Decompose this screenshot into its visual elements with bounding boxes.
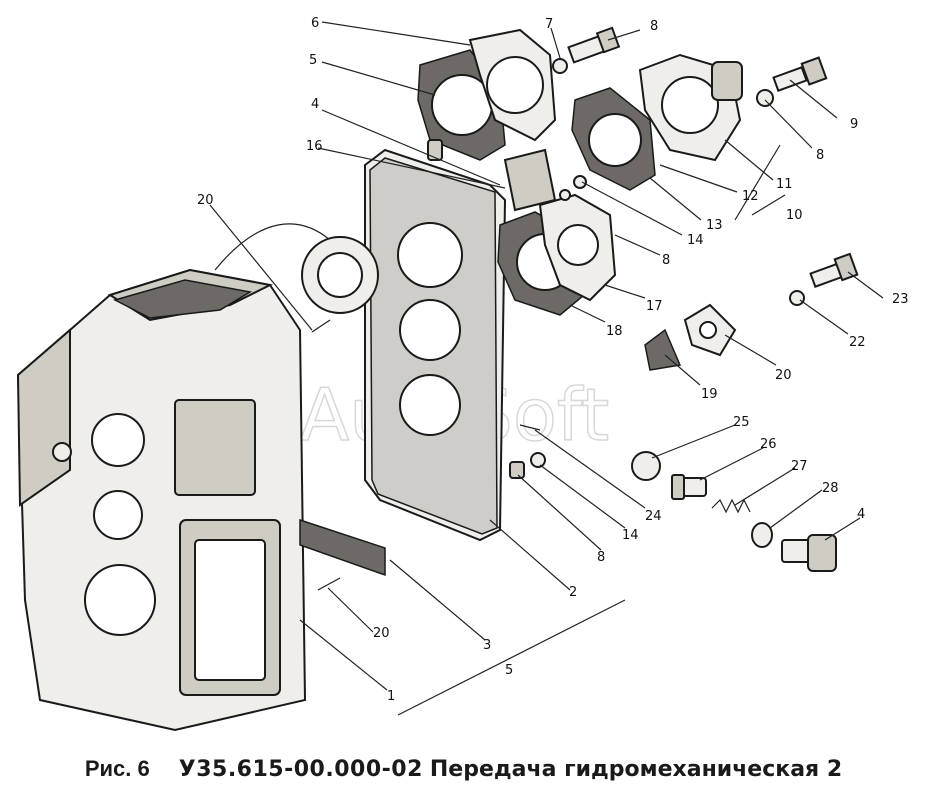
pin-part-20-upper <box>311 319 331 333</box>
callout-14-low: 14 <box>622 528 639 543</box>
plug-part-4 <box>427 139 443 161</box>
cover-part-6-7 <box>417 28 557 161</box>
plug-part-25 <box>671 474 707 500</box>
callout-25: 26 <box>760 437 777 452</box>
washer-part-14-low <box>530 452 546 468</box>
part-code: У35.615-00.000-02 <box>178 757 423 782</box>
nut-part-8-low <box>509 461 525 479</box>
callout-3: 3 <box>483 638 491 653</box>
callout-9-right: 9 <box>850 117 858 132</box>
washer-part-14-top <box>573 175 587 189</box>
callout-27: 28 <box>822 481 839 496</box>
callout-28: 4 <box>857 507 865 522</box>
ball-part-24 <box>631 451 661 481</box>
callout-15: 16 <box>306 139 323 154</box>
callout-5: 5 <box>505 663 513 678</box>
callout-24: 25 <box>733 415 750 430</box>
callout-22: 23 <box>892 292 909 307</box>
callout-numbers: 6 5 7 8 4 16 20 9 8 11 12 13 14 10 8 17 … <box>197 16 909 704</box>
callout-17: 18 <box>606 324 623 339</box>
cover-part-16-17 <box>497 148 617 316</box>
callout-8-top: 7 <box>545 17 553 32</box>
callout-16: 17 <box>646 299 663 314</box>
callout-23: 24 <box>645 509 662 524</box>
plate-part-2 <box>301 148 507 542</box>
plug-part-28 <box>781 534 837 572</box>
callout-2: 2 <box>569 585 577 600</box>
gasket-part-3 <box>214 223 386 577</box>
callout-18: 19 <box>701 387 718 402</box>
callout-20-top: 20 <box>197 193 214 208</box>
washer-part-8-top <box>552 58 568 74</box>
callout-9-top: 8 <box>650 19 658 34</box>
callout-8-mid: 8 <box>662 253 670 268</box>
pin-part-23 <box>519 424 541 431</box>
callout-26: 27 <box>791 459 808 474</box>
callout-21: 22 <box>849 335 866 350</box>
figure-title: Передача гидромеханическая 2 <box>429 757 843 782</box>
callout-14-top: 14 <box>687 233 704 248</box>
figure-label: Рис. 6 <box>84 756 150 781</box>
callout-13: 13 <box>706 218 723 233</box>
callout-11: 11 <box>776 177 793 192</box>
washer-part-21 <box>789 290 805 306</box>
spring-part-26 <box>711 498 751 514</box>
callout-8-right: 8 <box>816 148 824 163</box>
callout-6: 5 <box>309 53 317 68</box>
figure-caption: Рис. 6 У35.615-00.000-02 Передача гидром… <box>0 756 927 782</box>
callout-8-low: 8 <box>597 550 605 565</box>
housing-part-1 <box>16 268 307 732</box>
washer-part-27 <box>751 522 773 548</box>
callout-12: 12 <box>742 189 759 204</box>
callout-4: 4 <box>311 97 319 112</box>
plate-part-19 <box>683 303 737 357</box>
callout-1: 1 <box>387 689 395 704</box>
callout-20-low: 20 <box>373 626 390 641</box>
bolt-part-9-right <box>772 56 828 92</box>
bolt-part-9-top <box>567 26 621 64</box>
pump-part-11-12-13 <box>571 53 743 191</box>
callout-7: 6 <box>311 16 319 31</box>
leader-lines <box>209 21 884 716</box>
washer-part-8-right <box>756 89 774 107</box>
callout-19: 20 <box>775 368 792 383</box>
bolt-part-22 <box>809 252 859 288</box>
callout-10: 10 <box>786 208 803 223</box>
pin-part-20-lower <box>317 577 341 591</box>
washer-part-8-mid <box>559 189 571 201</box>
